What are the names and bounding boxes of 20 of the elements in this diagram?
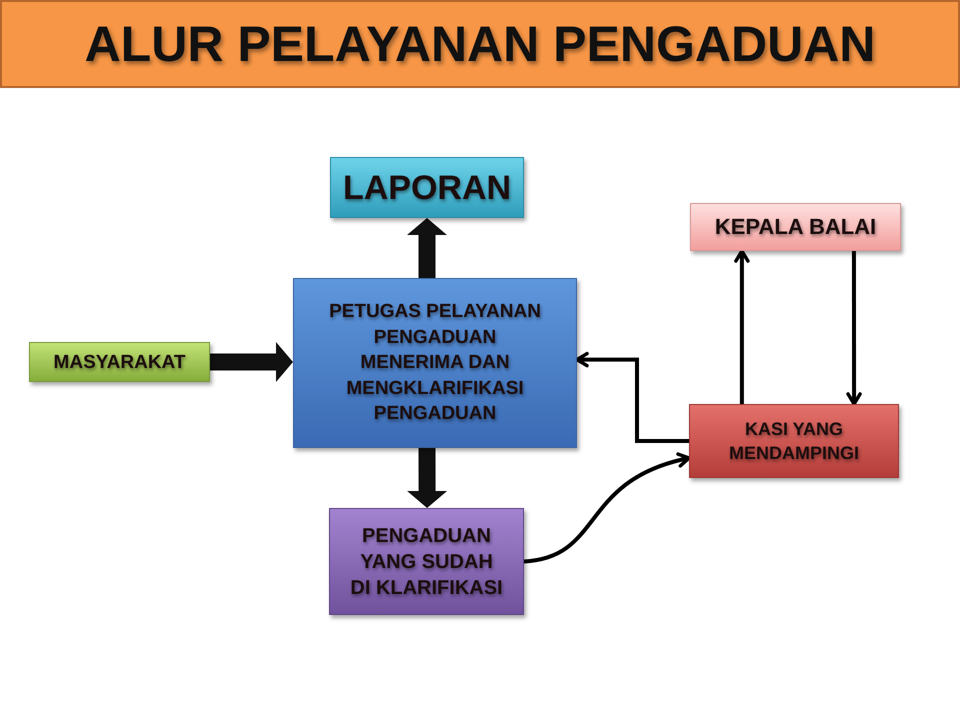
box-label: PENGADUAN YANG SUDAH DI KLARIFIKASI — [349, 524, 504, 600]
title-text: ALUR PELAYANAN PENGADUAN — [84, 19, 876, 69]
process-box — [293, 278, 577, 448]
arrow — [524, 453, 691, 564]
process-box — [29, 342, 210, 382]
process-box — [690, 203, 901, 251]
box-label: PETUGAS PELAYANAN PENGADUAN MENERIMA DAN MENGKLARIFIKASI PENGADUAN — [328, 300, 542, 426]
box-label: LAPORAN — [342, 170, 512, 204]
box-label: MASYARAKAT — [54, 352, 186, 372]
arrow — [734, 249, 750, 404]
process-box — [329, 508, 524, 615]
arrow — [575, 352, 689, 443]
process-box — [689, 404, 899, 478]
box-label: KASI YANG MENDAMPINGI — [728, 418, 860, 465]
block-arrow — [210, 342, 293, 382]
process-box — [330, 157, 524, 218]
block-arrow — [407, 448, 448, 508]
box-label: KEPALA BALAI — [714, 216, 876, 238]
arrow — [846, 251, 862, 406]
block-arrow — [407, 218, 447, 278]
